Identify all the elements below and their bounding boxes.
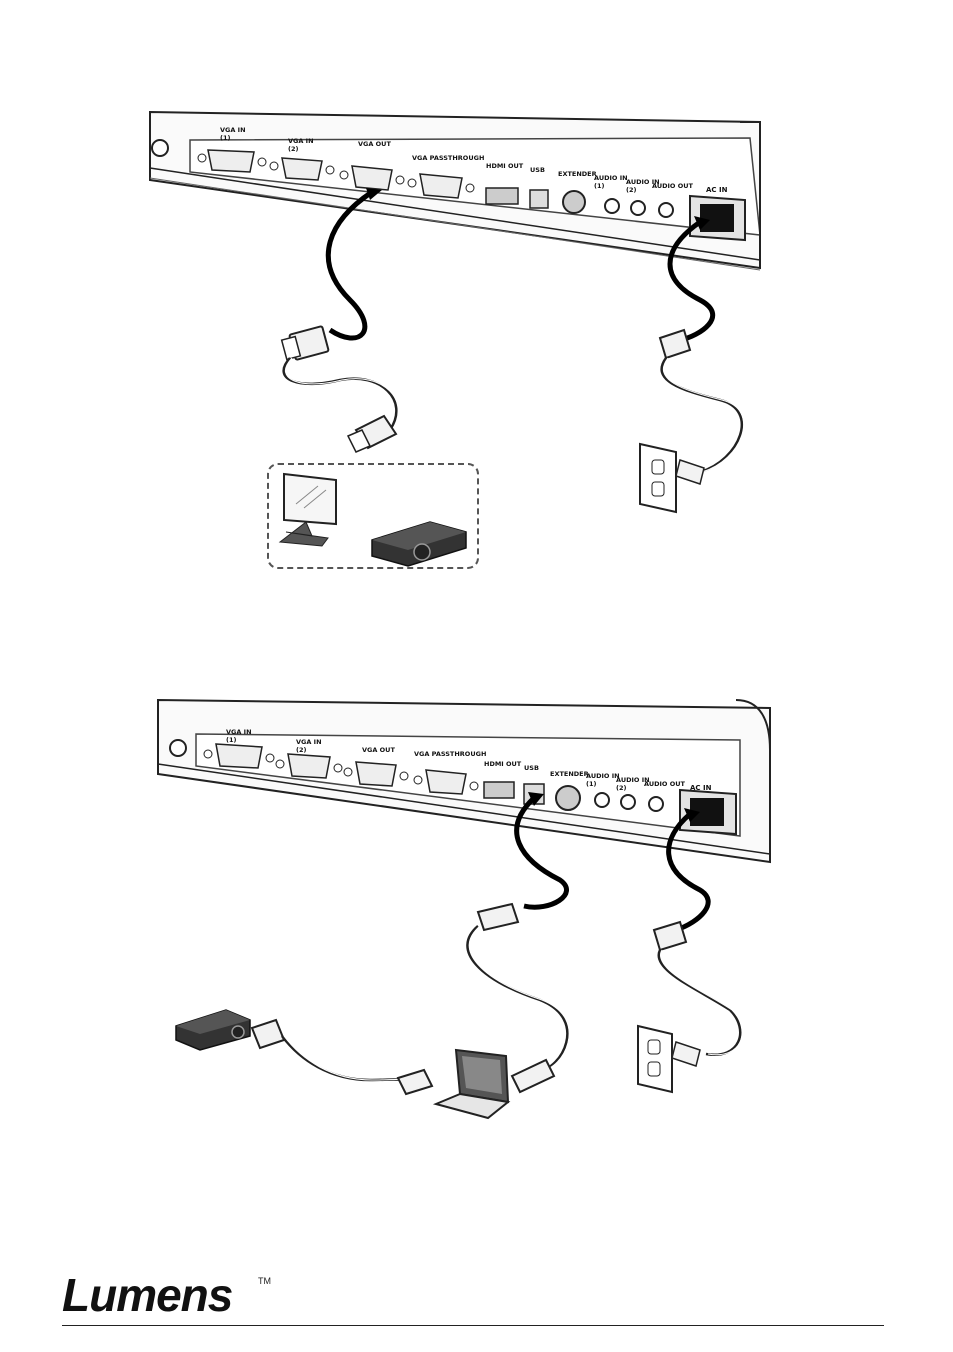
power-plug-icon	[652, 920, 688, 952]
vga-passthrough-port	[413, 769, 479, 795]
lumens-logo: Lumens	[62, 1269, 233, 1321]
port-label-vga-in-2: VGA IN (2)	[296, 738, 324, 754]
port-label-extender: EXTENDER	[550, 770, 589, 778]
projector-icon	[371, 521, 467, 567]
port-label-audio-out: AUDIO OUT	[644, 780, 686, 788]
laptop-icon	[432, 1048, 511, 1120]
power-cable	[666, 812, 711, 933]
port-label-line: (2)	[288, 145, 298, 153]
audio-in-1-jack	[594, 792, 610, 808]
vga-passthrough-port	[407, 173, 475, 199]
port-label-audio-in-2: AUDIO IN (2)	[626, 178, 662, 194]
wall-outlet-icon	[639, 442, 705, 514]
port-label-ac-in: AC IN	[690, 784, 712, 792]
port-label-usb: USB	[530, 166, 545, 174]
diagram-vga-out-connection: VGA IN (1) VGA IN (2) VGA OUT VGA PASSTH…	[149, 110, 761, 569]
port-label-extender: EXTENDER	[558, 170, 597, 178]
port-label-vga-in-1: VGA IN (1)	[220, 126, 248, 142]
monitor-icon	[278, 472, 337, 547]
hdmi-out-port	[483, 781, 515, 799]
audio-out-jack	[648, 796, 664, 812]
audio-in-2-jack	[630, 200, 646, 216]
extender-port	[562, 190, 586, 214]
screw-icon	[169, 739, 187, 757]
audio-in-1-jack	[604, 198, 620, 214]
trademark-mark: TM	[258, 1276, 271, 1286]
vga-in-1-port	[197, 149, 267, 173]
port-label-audio-in-2: AUDIO IN (2)	[616, 776, 652, 792]
vga-in-2-port	[275, 753, 343, 779]
wall-outlet-icon	[637, 1024, 701, 1094]
port-label-audio-out: AUDIO OUT	[652, 182, 694, 190]
usb-port	[529, 189, 549, 209]
port-label-line: (2)	[626, 186, 636, 194]
port-label-hdmi-out: HDMI OUT	[484, 760, 522, 768]
power-cable	[667, 219, 716, 343]
port-label-vga-passthrough: VGA PASSTHROUGH	[414, 750, 486, 758]
port-label-usb: USB	[524, 764, 539, 772]
extender-port	[555, 785, 581, 811]
port-label-line: (1)	[226, 736, 236, 744]
power-plug-icon	[658, 328, 692, 360]
usb-connector-icon	[510, 1058, 556, 1094]
vga-connector-icon	[280, 325, 330, 361]
port-label-line: (2)	[616, 784, 626, 792]
port-label-line: (1)	[594, 182, 604, 190]
port-label-ac-in: AC IN	[706, 186, 728, 194]
screw-icon	[151, 139, 169, 157]
port-label-audio-in-1: AUDIO IN (1)	[594, 174, 630, 190]
usb-cable	[514, 796, 569, 910]
hdmi-out-port	[485, 187, 519, 205]
ac-in-socket	[689, 194, 746, 242]
hdmi-connector-icon	[346, 414, 398, 453]
audio-out-jack	[658, 202, 674, 218]
vga-in-2-port	[269, 157, 335, 181]
port-label-vga-out: VGA OUT	[358, 140, 391, 148]
hdmi-connector-icon	[396, 1068, 434, 1096]
usb-connector-icon	[476, 902, 520, 932]
port-label-line: (2)	[296, 746, 306, 754]
port-label-line: (1)	[220, 134, 230, 142]
port-label-vga-passthrough: VGA PASSTHROUGH	[412, 154, 484, 162]
vga-in-1-port	[203, 743, 275, 769]
vga-connector-icon	[250, 1018, 286, 1050]
port-label-line: (1)	[586, 780, 596, 788]
audio-in-2-jack	[620, 794, 636, 810]
port-label-vga-in-1: VGA IN (1)	[226, 728, 254, 744]
port-label-vga-out: VGA OUT	[362, 746, 395, 754]
port-label-vga-in-2: VGA IN (2)	[288, 137, 316, 153]
projector-icon	[175, 1009, 251, 1051]
footer-divider	[62, 1325, 884, 1326]
diagram-usb-connection: VGA IN (1) VGA IN (2) VGA OUT VGA PASSTH…	[157, 698, 771, 1120]
vga-out-port	[339, 165, 405, 191]
vga-out-port	[343, 761, 409, 787]
port-label-hdmi-out: HDMI OUT	[486, 162, 524, 170]
port-label-audio-in-1: AUDIO IN (1)	[586, 772, 622, 788]
output-devices-box	[267, 463, 479, 569]
vga-cable	[325, 189, 374, 341]
